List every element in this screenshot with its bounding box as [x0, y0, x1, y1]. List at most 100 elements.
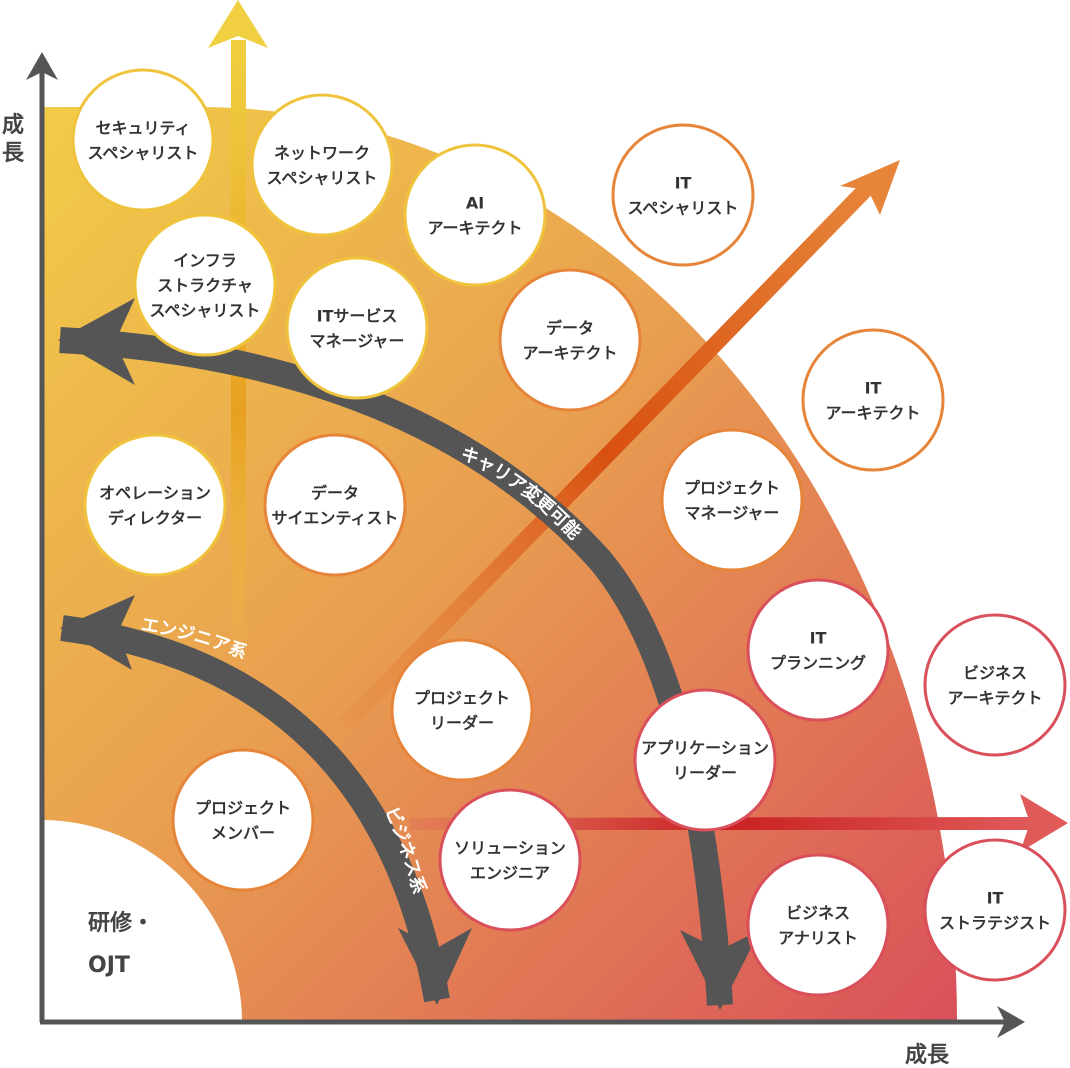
- role-circle: ビジネスアナリスト: [746, 853, 890, 997]
- role-label-line: ストラクチャ: [157, 276, 253, 295]
- role-label-line: ディレクター: [108, 509, 202, 528]
- role-circle: ネットワークスペシャリスト: [250, 93, 394, 237]
- role-label-line: アナリスト: [778, 929, 858, 948]
- role-circle-shape: [133, 213, 277, 357]
- role-label: ビジネスアナリスト: [778, 904, 858, 948]
- role-label: AI アーキテクト: [427, 194, 522, 238]
- role-label: ビジネスアーキテクト: [947, 664, 1042, 708]
- role-label: IT プランニング: [770, 629, 866, 673]
- role-label-line: ビジネス: [786, 904, 850, 923]
- role-label-line: アーキテクト: [947, 689, 1042, 708]
- role-label: プロジェクトマネージャー: [684, 479, 780, 523]
- x-axis-label: 成長: [905, 1043, 950, 1068]
- role-label-line: インフラ: [173, 251, 237, 270]
- role-label-line: ストラテジスト: [939, 914, 1051, 933]
- role-circle-shape: [923, 838, 1067, 982]
- role-circle-shape: [171, 748, 315, 892]
- role-label: プロジェクトリーダー: [414, 689, 510, 733]
- role-circle: プロジェクトリーダー: [390, 638, 534, 782]
- career-change-arrow: [58, 298, 760, 1010]
- role-circle-shape: [263, 433, 407, 577]
- role-label: データサイエンティスト: [272, 484, 399, 528]
- role-label-line: オペレーション: [99, 484, 211, 503]
- y-axis-label: 成長: [2, 113, 25, 166]
- role-label: データアーキテクト: [522, 319, 617, 363]
- axes: 成長 成長: [2, 52, 1025, 1068]
- role-circle: IT プランニング: [746, 578, 890, 722]
- role-circle: データアーキテクト: [498, 268, 642, 412]
- role-circle-shape: [498, 268, 642, 412]
- role-label-line: マネージャー: [685, 504, 780, 523]
- role-label-line: プロジェクト: [195, 799, 291, 818]
- role-label-line: ネットワーク: [274, 144, 370, 163]
- role-label: ネットワークスペシャリスト: [267, 144, 378, 188]
- role-label-line: IT: [987, 889, 1004, 908]
- role-circle-shape: [71, 68, 215, 212]
- role-label-line: IT: [865, 379, 882, 398]
- role-circle: AI アーキテクト: [403, 143, 547, 287]
- role-label: IT ストラテジスト: [939, 889, 1051, 933]
- training-area: [42, 820, 242, 1022]
- role-circle-shape: [611, 123, 755, 267]
- role-circle-shape: [746, 853, 890, 997]
- role-circle-shape: [801, 328, 945, 472]
- role-circle: ビジネスアーキテクト: [923, 613, 1067, 757]
- role-circle: セキュリティスペシャリスト: [71, 68, 215, 212]
- role-circle-shape: [403, 143, 547, 287]
- role-circle-shape: [285, 256, 429, 400]
- role-label-line: データ: [546, 319, 594, 338]
- role-label: プロジェクトメンバー: [195, 799, 291, 843]
- role-label-line: プランニング: [770, 654, 866, 673]
- role-circle: プロジェクトマネージャー: [660, 428, 804, 572]
- role-label-line: リーダー: [673, 764, 737, 783]
- yellow-growth-arrow: [208, 0, 268, 660]
- role-label-line: アーキテクト: [825, 404, 920, 423]
- role-label-line: アプリケーション: [641, 739, 769, 758]
- role-circle-shape: [746, 578, 890, 722]
- role-label-line: アーキテクト: [522, 344, 617, 363]
- role-circle-shape: [633, 688, 777, 832]
- role-label-line: セキュリティ: [95, 119, 190, 138]
- role-circle-shape: [660, 428, 804, 572]
- role-circle-shape: [83, 433, 227, 577]
- role-label-line: プロジェクト: [684, 479, 780, 498]
- role-circle: オペレーションディレクター: [83, 433, 227, 577]
- origin-label: 研修・OJT: [88, 910, 154, 978]
- role-label-line: AI: [466, 194, 484, 213]
- role-circle: IT アーキテクト: [801, 328, 945, 472]
- role-label-line: スペシャリスト: [628, 199, 739, 218]
- role-label-line: メンバー: [211, 824, 275, 843]
- role-label: IT アーキテクト: [825, 379, 920, 423]
- role-label-line: プロジェクト: [414, 689, 510, 708]
- role-label: インフラストラクチャスペシャリスト: [150, 251, 261, 320]
- role-circle: データサイエンティスト: [263, 433, 407, 577]
- role-label: ITサービスマネージャー: [310, 307, 405, 351]
- role-label-line: サイエンティスト: [272, 509, 399, 528]
- role-label: セキュリティスペシャリスト: [88, 119, 199, 163]
- orange-growth-arrow: [339, 160, 900, 731]
- role-circle-shape: [390, 638, 534, 782]
- role-label-line: スペシャリスト: [267, 169, 378, 188]
- role-label: アプリケーションリーダー: [641, 739, 769, 783]
- role-circle-shape: [923, 613, 1067, 757]
- engineer-business-arrow: エンジニア系 ビジネス系: [60, 595, 472, 1005]
- role-label-line: リーダー: [430, 714, 494, 733]
- role-label-line: ビジネス: [963, 664, 1027, 683]
- role-label: オペレーションディレクター: [99, 484, 211, 528]
- role-label-line: スペシャリスト: [150, 301, 261, 320]
- role-circle: アプリケーションリーダー: [633, 688, 777, 832]
- role-label-line: マネージャー: [310, 332, 405, 351]
- role-circle: ITサービスマネージャー: [285, 256, 429, 400]
- role-circle: ソリューションエンジニア: [438, 788, 582, 932]
- role-label: ソリューションエンジニア: [454, 839, 566, 883]
- role-circle-shape: [250, 93, 394, 237]
- role-label-line: アーキテクト: [427, 219, 522, 238]
- role-label-line: スペシャリスト: [88, 144, 199, 163]
- role-circle: IT ストラテジスト: [923, 838, 1067, 982]
- role-label-line: IT: [810, 629, 827, 648]
- role-label-line: エンジニア: [470, 864, 550, 883]
